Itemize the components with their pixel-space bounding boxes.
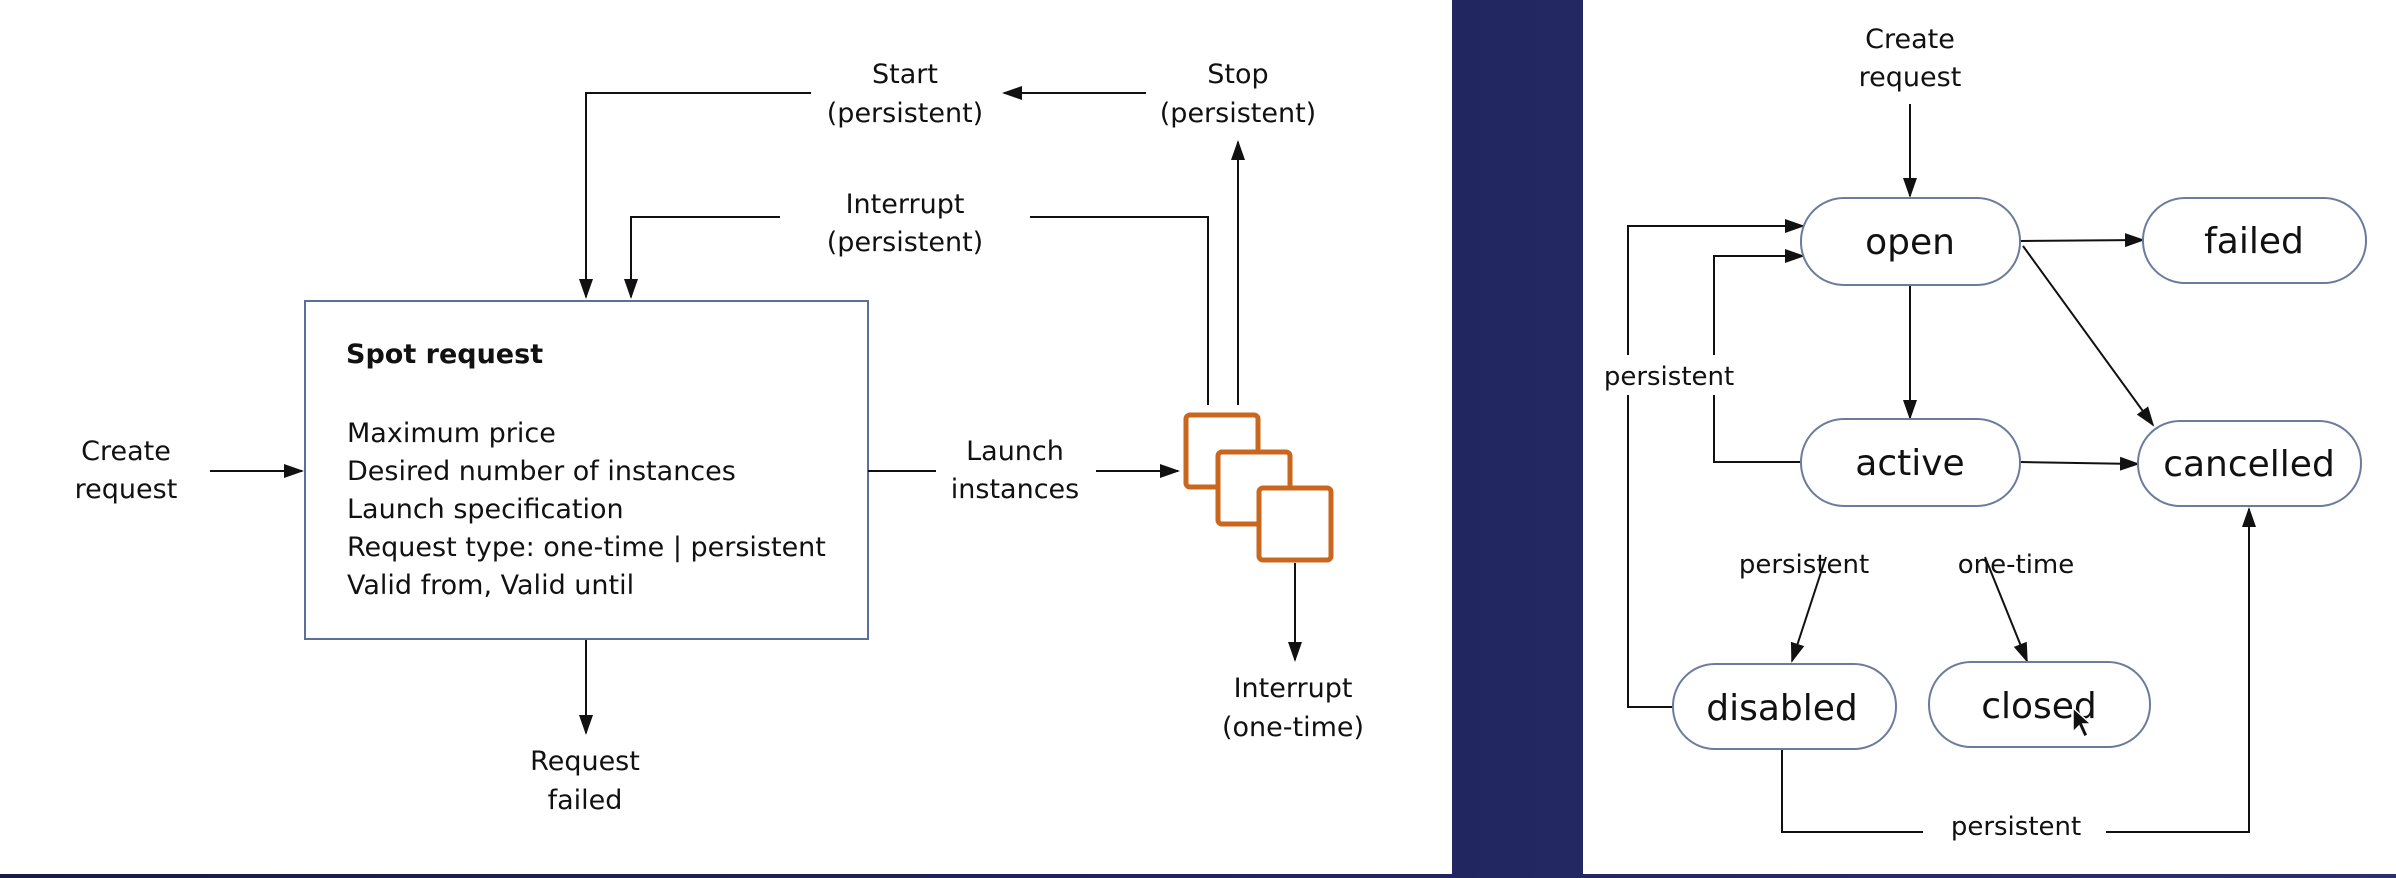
interrupt-one-time-label-line2: (one-time) [1222,712,1364,743]
launch-instances-label-line1: Launch [966,436,1064,467]
spot-field-launch-spec: Launch specification [347,494,624,525]
state-create-request-line2: request [1859,62,1962,93]
state-open: open [1800,197,2021,286]
spot-request-states-panel: Create request persistent persistent one… [1583,0,2396,874]
spot-field-valid-range: Valid from, Valid until [347,570,634,601]
state-open-label: open [1865,222,1955,263]
state-disabled-label: disabled [1706,688,1858,729]
spot-request-diagram-panel: Spot request Maximum price Desired numbe… [0,0,1452,874]
persistent-to-cancelled-arrow [2106,507,2256,833]
start-persistent-arrow [579,92,811,299]
interrupt-one-time-label-line1: Interrupt [1234,673,1353,704]
persistent-loop-label-bg [1605,355,1782,395]
state-disabled: disabled [1672,663,1897,750]
open-to-failed-arrow [2019,233,2145,248]
spot-request-box [304,300,869,640]
spot-field-desired-instances: Desired number of instances [347,456,736,487]
state-failed-label: failed [2204,221,2304,262]
open-to-cancelled-arrow [2022,245,2155,427]
disabled-to-cancelled-label: persistent [1951,812,2081,842]
disabled-to-open-arrow [1627,219,1805,708]
persistent-loop-label: persistent [1604,362,1734,392]
spot-request-title: Spot request [346,339,543,370]
active-to-closed-arrow [1984,556,2028,663]
interrupt-persistent-label-line2: (persistent) [827,227,983,258]
request-failed-label-line2: failed [548,785,623,816]
active-to-disabled-label: persistent [1739,550,1869,580]
active-to-cancelled-arrow [2019,456,2140,471]
state-failed: failed [2142,197,2367,284]
state-create-request-line1: Create [1865,24,1955,55]
state-active: active [1800,418,2021,507]
start-persistent-label-line2: (persistent) [827,98,983,129]
state-cancelled: cancelled [2137,420,2362,507]
stacked-instances-icon [1183,412,1334,563]
spot-field-max-price: Maximum price [347,418,556,449]
spot-request-state-diagram: Create request persistent persistent one… [1604,24,2367,842]
spot-field-request-type: Request type: one-time | persistent [347,532,826,563]
active-to-closed-label: one-time [1958,550,2075,580]
interrupt-persistent-label-line1: Interrupt [846,189,965,220]
state-closed: closed [1928,661,2151,748]
request-failed-label-line1: Request [530,746,640,777]
interrupt-persistent-arrow [624,216,780,299]
active-to-disabled-arrow [1790,556,1827,663]
mouse-pointer-icon [2072,706,2093,739]
start-persistent-label-line1: Start [872,59,938,90]
state-cancelled-label: cancelled [2163,444,2335,485]
launch-instances-label-line2: instances [951,474,1079,505]
disabled-to-persistent-line [1781,750,1923,833]
create-request-label-line1: Create [81,436,171,467]
spot-request-diagram: Spot request Maximum price Desired numbe… [75,59,1364,816]
stop-persistent-label-line2: (persistent) [1160,98,1316,129]
state-active-label: active [1855,443,1964,484]
create-request-label-line2: request [75,474,178,505]
stop-persistent-label-line1: Stop [1207,59,1268,90]
instances-to-interrupt-line [1030,216,1209,405]
